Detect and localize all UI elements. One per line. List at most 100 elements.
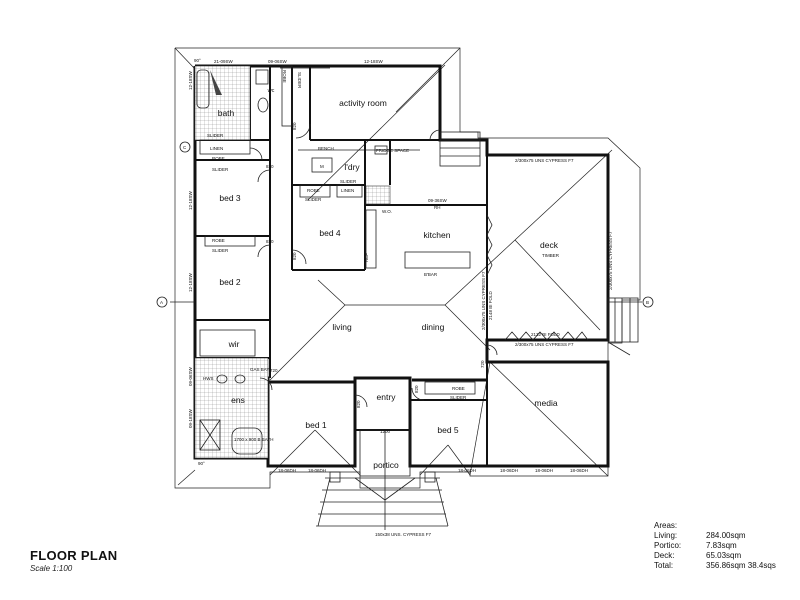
label-win-left4: 09-06SW (188, 366, 193, 386)
label-door-deck: 720 (480, 360, 485, 368)
room-wir: wir (228, 339, 240, 349)
label-win-top2: 09-06SW (268, 59, 288, 64)
room-entry: entry (377, 392, 397, 402)
label-win-bottom2: 18-06DH (308, 468, 326, 473)
areas-portico-label: Portico: (654, 541, 682, 550)
room-ens: ens (231, 395, 245, 405)
areas-total-label: Total: (654, 561, 674, 570)
room-portico: portico (373, 460, 399, 470)
label-bench: BENCH (318, 146, 334, 151)
label-robe-bed5: ROBE (452, 386, 465, 391)
areas-portico-row: Portico: 7.83sqm (654, 541, 779, 551)
grid-markers (156, 141, 654, 308)
label-win-kitchen: 09-36SW (428, 198, 448, 203)
label-grid-c: C (183, 145, 187, 150)
label-win-bottom1: 18-06DH (278, 468, 296, 473)
label-slider-bath: SLIDER (207, 133, 224, 138)
label-door-bed4: 820 (292, 252, 297, 260)
label-linen-bed4: LINEN (341, 188, 354, 193)
bi-fold-doors (486, 214, 589, 341)
room-bed1: bed 1 (305, 420, 327, 430)
drawing-scale: Scale 1:100 (30, 564, 73, 573)
areas-living-label: Living: (654, 531, 678, 540)
room-dining: dining (422, 322, 445, 332)
label-win-left2: 12-18SW (188, 190, 193, 210)
room-bath: bath (218, 108, 235, 118)
label-door-bed3: 820 (266, 164, 274, 169)
room-bed5: bed 5 (437, 425, 459, 435)
areas-header-row: Areas: (654, 521, 779, 531)
label-win-top3: 12-18SW (364, 59, 384, 64)
room-bed3: bed 3 (219, 193, 241, 203)
label-slider-wc: SLIDER (297, 72, 302, 89)
label-slider-bed4: SLIDER (305, 197, 322, 202)
areas-total-row: Total: 356.86sqm 38.4sqs (654, 561, 779, 571)
areas-living-row: Living: 284.00sqm (654, 531, 779, 541)
label-slider-bed2: SLIDER (212, 248, 229, 253)
label-door-activity: 820 (292, 122, 297, 130)
wet-areas (194, 65, 391, 459)
room-wc: wc (267, 88, 275, 94)
label-hws: HWS (203, 376, 214, 381)
room-bed4: bed 4 (319, 228, 341, 238)
room-bed2: bed 2 (219, 277, 241, 287)
label-slider-bed5: SLIDER (450, 395, 467, 400)
label-door-entry: 1200 (380, 429, 391, 434)
areas-deck-row: Deck: 65.03sqm (654, 551, 779, 561)
label-robe-wc: ROBE (282, 70, 287, 83)
label-win-top1: 21-09SW (214, 59, 234, 64)
label-slider-ldry: SLIDER (340, 179, 357, 184)
room-ldry: l'dry (344, 162, 360, 172)
label-robe-bed4: ROBE (307, 188, 320, 193)
label-win-left1: 12-18SW (188, 70, 193, 90)
label-win-left5: 09-18SW (188, 408, 193, 428)
label-fridge: FRIDGE SPACE (376, 148, 409, 153)
label-m: M (320, 164, 324, 169)
label-bbar: B'BAR (424, 272, 438, 277)
areas-deck-value: 65.03sqm (706, 551, 742, 560)
label-bifold-bottom: 2132 BI FOLD (531, 332, 561, 337)
label-slider-bed3: SLIDER (212, 167, 229, 172)
label-robe-bed3: ROBE (212, 156, 225, 161)
label-cypress-side: 2/300x75 UNS CYPRESS F7 (608, 231, 613, 290)
drawing-title: FLOOR PLAN (30, 548, 118, 563)
areas-portico-value: 7.83sqm (706, 541, 737, 550)
label-bath-unit: 1700 x 900 B BATH (234, 437, 273, 442)
room-labels: bath wc activity room l'dry bed 3 bed 4 … (218, 88, 559, 470)
label-door-ens: 720 (270, 368, 278, 373)
robes (199, 65, 476, 395)
label-win-left3: 12-18SW (188, 272, 193, 292)
label-win-bottom4: 18-06DH (500, 468, 518, 473)
label-portico-beam: 150x38 UNS. CYPRESS F7 (375, 532, 432, 537)
label-win-bottom5: 18-06DH (535, 468, 553, 473)
label-cypress-top: 2/300x75 UNS CYPRESS F7 (515, 158, 574, 163)
annotations: ROBE SLIDER LINEN SLIDER ROBE SLIDER ROB… (160, 58, 649, 537)
deck-steps (439, 131, 639, 356)
areas-table: Areas: Living: 284.00sqm Portico: 7.83sq… (654, 521, 779, 571)
label-win-bottom6: 18-06DH (570, 468, 588, 473)
room-activity: activity room (339, 98, 387, 108)
label-timber: TIMBER (542, 253, 560, 258)
label-bifold-top: 2148 BI FOLD (488, 290, 493, 320)
areas-deck-label: Deck: (654, 551, 675, 560)
label-cypress-mid: 2/300x75 UNS CYPRESS F7 (481, 271, 486, 330)
label-door-bed5: 820 (414, 385, 419, 393)
room-kitchen: kitchen (424, 230, 451, 240)
label-robe-bed2: ROBE (212, 238, 225, 243)
label-wo: W.O. (382, 209, 392, 214)
label-win-bottom3: 18-06DH (458, 468, 476, 473)
areas-total-value: 356.86sqm 38.4sqs (706, 561, 776, 570)
label-deg-tl: 90° (194, 58, 201, 63)
portico-steps (316, 429, 449, 530)
room-living: living (332, 322, 352, 332)
label-cypress-bottom: 2/300x75 UNS CYPRESS F7 (515, 342, 574, 347)
label-grid-a: A (160, 300, 163, 305)
label-linen-top: LINEN (210, 146, 223, 151)
label-grid-b: B (646, 300, 649, 305)
label-door-bed2: 820 (266, 239, 274, 244)
label-door-bed1: 820 (356, 400, 361, 408)
fixtures (196, 69, 471, 455)
label-deg-bl: 90° (198, 461, 205, 466)
areas-living-value: 284.00sqm (706, 531, 746, 540)
